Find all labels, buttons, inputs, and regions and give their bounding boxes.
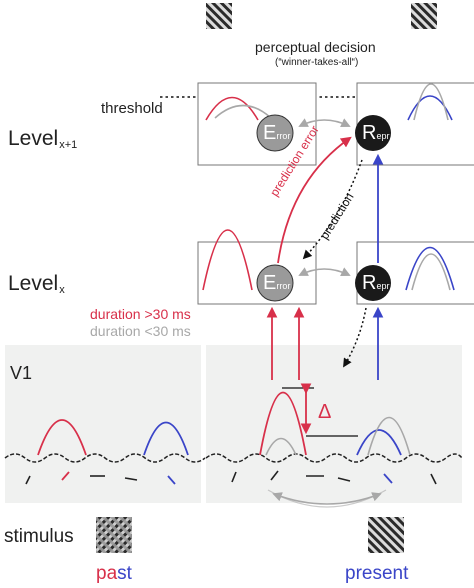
plaid-grating-icon [96, 517, 132, 553]
past-label: past [96, 564, 132, 583]
lower-lateral-arrow [298, 267, 351, 277]
v1-present-tuning-gray-left [265, 437, 297, 456]
lower-error-node [256, 264, 294, 302]
legend-short-duration: duration <30 ms [90, 323, 191, 339]
diagonal-grating-icon [206, 3, 232, 29]
decision-subtitle: (“winner-takes-all“) [275, 57, 359, 68]
threshold-label: threshold [101, 100, 163, 117]
v1-past-tuning-blue [143, 421, 189, 456]
upper-error-tuning-gray [214, 104, 272, 119]
upper-repr-node-label: Repr [362, 123, 389, 143]
v1-past-orientation-bar [167, 475, 176, 485]
diagonal-grating-icon [411, 3, 437, 29]
v1-present-tuning-blue [356, 429, 402, 456]
v1-present-baseline [205, 453, 463, 463]
level-lower-sub: x [59, 284, 65, 296]
upper-repr-tuning-blue [407, 95, 453, 121]
upper-lateral-arrow [298, 118, 351, 128]
lower-error-box [197, 241, 317, 305]
decision-title: perceptual decision [255, 39, 376, 55]
v1-present-orientation-bar [337, 477, 351, 482]
upper-error-box [197, 82, 317, 166]
lower-repr-tuning-gray [411, 253, 451, 291]
repr-sub: epr [376, 131, 390, 141]
lower-error-tuning-red [202, 229, 253, 291]
legend-long-duration: duration >30 ms [90, 306, 191, 322]
level-lower-base: Level [8, 272, 59, 295]
v1-present-tuning-gray-right [367, 417, 411, 456]
upper-repr-node [355, 115, 391, 151]
prediction-error-arrow [277, 136, 352, 264]
upper-error-node-label: Error [263, 123, 290, 143]
repr-letter: R [362, 122, 377, 144]
level-upper-sub: x+1 [59, 139, 78, 151]
prediction-arrow [302, 159, 363, 260]
upper-error-node [256, 114, 294, 152]
v1-lateral-arrow [272, 492, 382, 505]
lower-repr-node [355, 265, 391, 301]
lower-repr-node-label: Repr [362, 273, 389, 293]
v1-past-tuning-red [37, 419, 87, 456]
level-upper-base: Level [8, 127, 59, 150]
error-sub: rror [276, 281, 291, 291]
level-upper-label: Levelx+1 [8, 128, 77, 151]
lower-error-node-label: Error [263, 273, 290, 293]
error-sub: rror [276, 131, 291, 141]
v1-present-orientation-bar [383, 473, 393, 484]
v1-present-orientation-bar [430, 473, 437, 485]
v1-label: V1 [10, 363, 33, 383]
delta-label: Δ [318, 401, 332, 423]
v1-present-panel [206, 345, 462, 503]
error-letter: E [263, 122, 277, 144]
v1-past-orientation-bar [124, 477, 138, 481]
v1-present-orientation-bar [270, 470, 279, 481]
level-lower-label: Levelx [8, 273, 65, 296]
v1-lateral-arrow-outer [267, 489, 387, 508]
v1-present-orientation-bar [231, 471, 237, 483]
prediction-to-v1-arrow [343, 307, 367, 368]
repr-sub: epr [376, 281, 390, 291]
past-label-part-red: pa [96, 563, 118, 584]
upper-error-tuning-red [205, 96, 259, 121]
stimulus-label: stimulus [4, 526, 74, 547]
error-letter: E [263, 272, 277, 294]
v1-past-orientation-bar [61, 471, 70, 481]
lower-repr-tuning-blue [405, 246, 455, 291]
v1-past-baseline [4, 453, 206, 463]
upper-repr-tuning-gray [413, 83, 449, 121]
present-label: present [345, 563, 409, 584]
diagonal-grating-icon [368, 517, 404, 553]
v1-present-tuning-red [259, 391, 307, 456]
repr-letter: R [362, 272, 377, 294]
v1-past-orientation-bar [25, 475, 31, 485]
past-label-part-blue: st [117, 563, 132, 584]
